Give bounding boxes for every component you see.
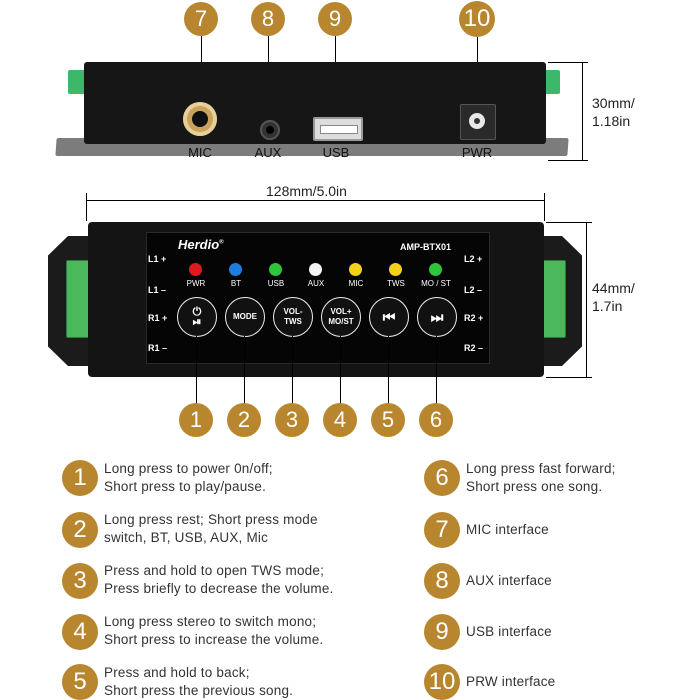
desc-badge-3: 3 <box>62 563 98 599</box>
led-mo-st <box>429 263 442 276</box>
next-icon: ⏭ <box>430 309 444 325</box>
callout-6: 6 <box>419 403 453 437</box>
front-height-line2: 1.7in <box>592 298 623 314</box>
model-number: AMP-BTX01 <box>400 242 452 252</box>
width-label: 128mm/5.0in <box>262 182 351 200</box>
desc-4: Long press stereo to switch mono;Short p… <box>104 614 324 647</box>
channel-r2-minus: R2 – <box>464 343 484 353</box>
callout-2: 2 <box>227 403 261 437</box>
desc-badge-1: 1 <box>62 460 98 496</box>
desc-5: Press and hold to back;Short press the p… <box>104 665 294 698</box>
previous-button[interactable]: ⏮ <box>369 297 409 337</box>
desc-badge-10: 10 <box>424 664 460 700</box>
terminal-tab-left <box>68 70 88 94</box>
channel-l2-minus: L2 – <box>464 285 483 295</box>
callout-4: 4 <box>323 403 357 437</box>
led-label-tws: TWS <box>387 279 405 288</box>
vol-down-tws-button[interactable]: VOL- TWS <box>273 297 313 337</box>
led-pwr <box>189 263 202 276</box>
play-pause-icon: ⏯ <box>192 316 202 328</box>
led-label-bt: BT <box>230 279 242 288</box>
desc-badge-2: 2 <box>62 512 98 548</box>
top-height-line1: 30mm/ <box>592 95 635 111</box>
callout-1: 1 <box>179 403 213 437</box>
led-label-pwr: PWR <box>186 279 206 288</box>
desc-badge-8: 8 <box>424 563 460 599</box>
pwr-port <box>460 104 496 140</box>
desc-10: PRW interface <box>466 674 556 689</box>
callout-3: 3 <box>275 403 309 437</box>
led-label-mic: MIC <box>348 279 364 288</box>
previous-icon: ⏮ <box>382 309 396 325</box>
brand-logo: Herdio® <box>178 237 224 252</box>
led-label-usb: USB <box>267 279 285 288</box>
desc-badge-5: 5 <box>62 664 98 700</box>
desc-6: Long press fast forward;Short press one … <box>466 461 616 494</box>
callout-7: 7 <box>184 2 218 36</box>
channel-l2-plus: L2 + <box>464 254 483 264</box>
mode-button[interactable]: MODE <box>225 297 265 337</box>
desc-badge-9: 9 <box>424 614 460 650</box>
led-label-mo-st: MO / ST <box>421 279 451 288</box>
desc-8: AUX interface <box>466 573 552 588</box>
channel-r2-plus: R2 + <box>464 313 484 323</box>
desc-9: USB interface <box>466 624 552 639</box>
desc-7: MIC interface <box>466 522 549 537</box>
front-height-line1: 44mm/ <box>592 280 635 296</box>
callout-9: 9 <box>318 2 352 36</box>
aux-port <box>260 120 280 140</box>
channel-l1-minus: L1 – <box>148 285 167 295</box>
channel-l1-plus: L1 + <box>148 254 167 264</box>
power-icon: ⏻ <box>192 306 202 318</box>
power-play-button[interactable]: ⏻ ⏯ <box>177 297 217 337</box>
callout-8: 8 <box>251 2 285 36</box>
led-label-aux: AUX <box>307 279 325 288</box>
desc-1: Long press to power 0n/off;Short press t… <box>104 461 273 494</box>
vol-up-mo-st-button[interactable]: VOL+ MO/ST <box>321 297 361 337</box>
callout-10: 10 <box>459 1 495 37</box>
mic-port-label: MIC <box>188 145 212 160</box>
desc-badge-7: 7 <box>424 512 460 548</box>
usb-port-label: USB <box>322 145 350 160</box>
led-bt <box>229 263 242 276</box>
next-button[interactable]: ⏭ <box>417 297 457 337</box>
desc-badge-6: 6 <box>424 460 460 496</box>
top-height-line2: 1.18in <box>592 113 631 129</box>
mic-port <box>183 102 217 136</box>
callout-5: 5 <box>371 403 405 437</box>
desc-badge-4: 4 <box>62 614 98 650</box>
led-tws <box>389 263 402 276</box>
usb-port <box>313 117 363 141</box>
led-aux <box>309 263 322 276</box>
aux-port-label: AUX <box>254 145 282 160</box>
channel-r1-plus: R1 + <box>148 313 168 323</box>
pwr-port-label: PWR <box>461 145 493 160</box>
channel-r1-minus: R1 – <box>148 343 168 353</box>
desc-3: Press and hold to open TWS mode;Press br… <box>104 563 334 596</box>
led-mic <box>349 263 362 276</box>
led-usb <box>269 263 282 276</box>
